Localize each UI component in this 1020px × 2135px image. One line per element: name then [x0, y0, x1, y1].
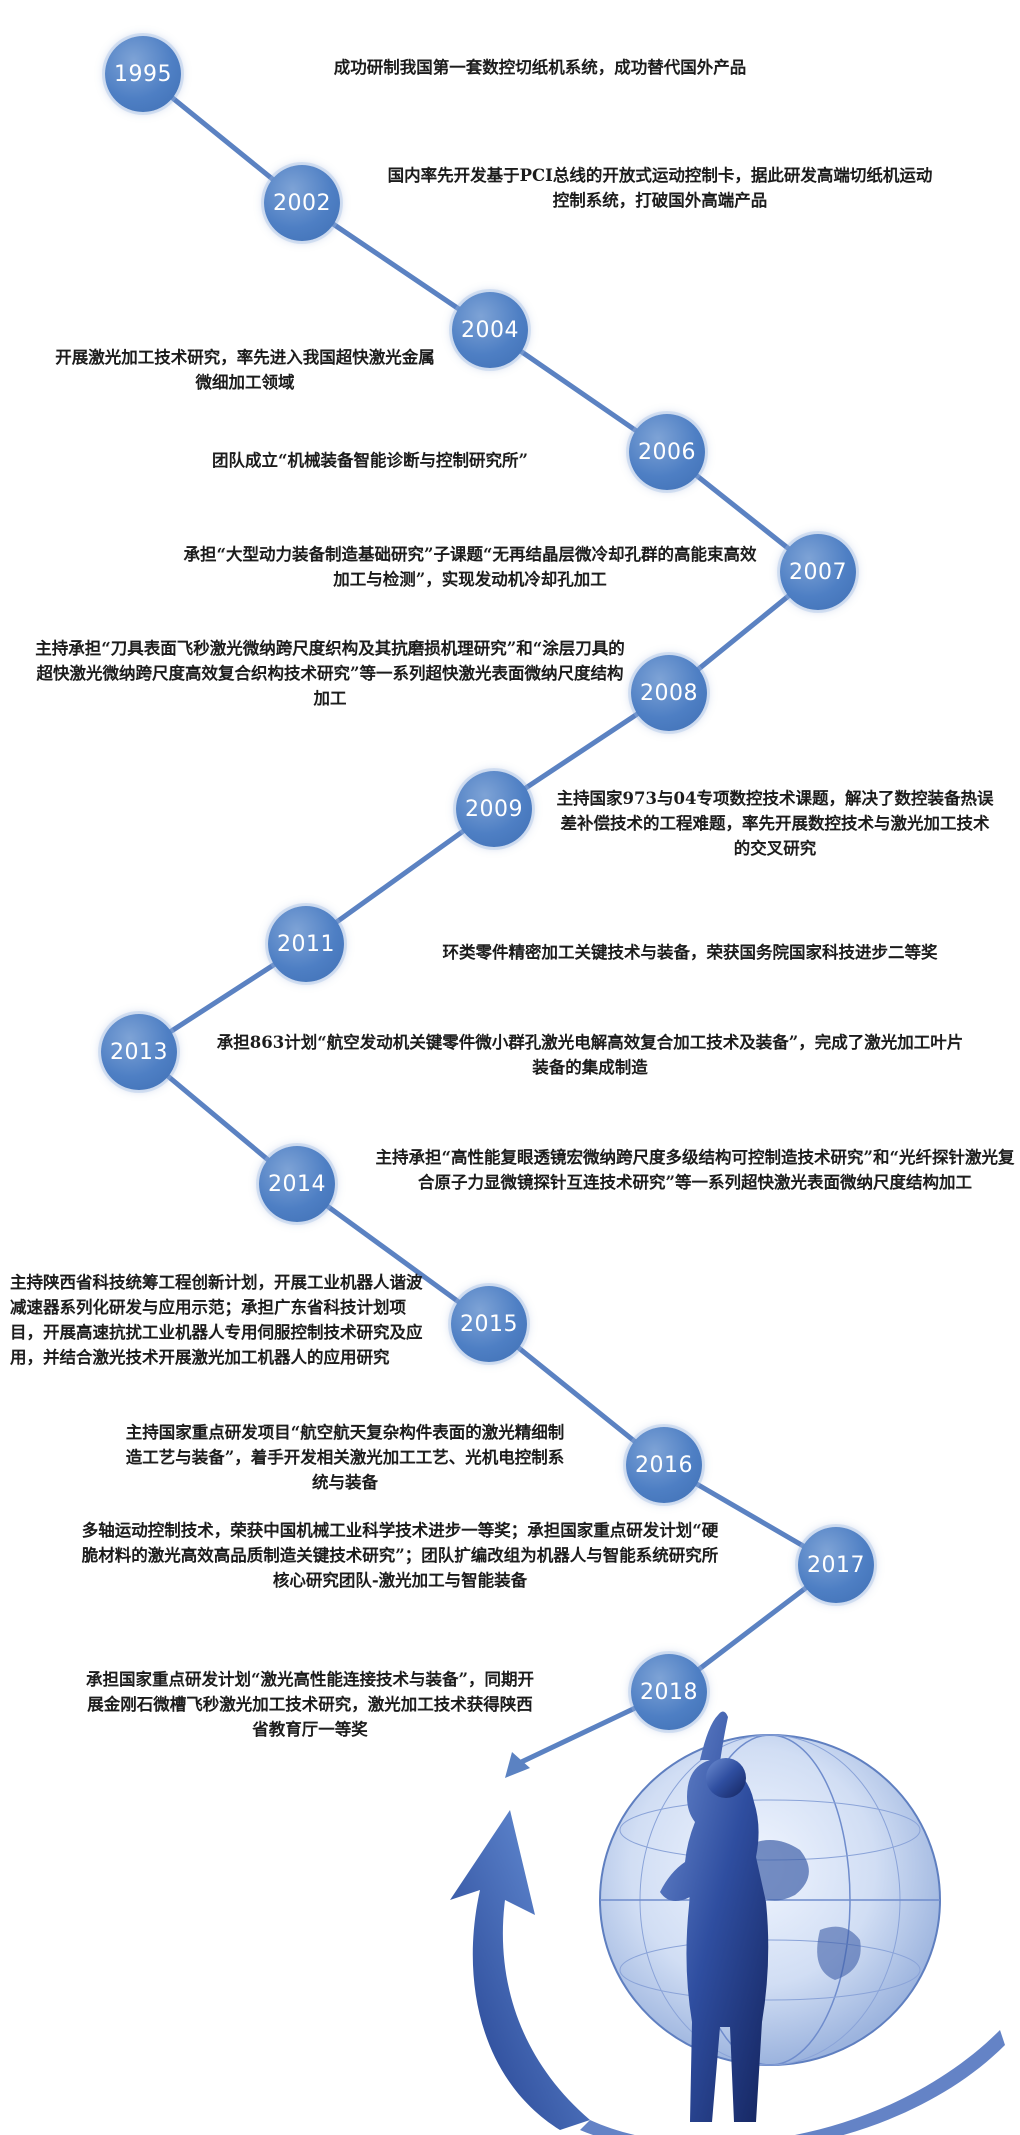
year-node: 2009: [456, 771, 532, 847]
milestone-description: 承担863计划“航空发动机关键零件微小群孔激光电解高效复合加工技术及装备”，完成…: [216, 1033, 964, 1077]
year-node: 2013: [101, 1014, 177, 1090]
year-node: 2007: [780, 534, 856, 610]
year-node: 2011: [268, 906, 344, 982]
year-node: 2008: [631, 655, 707, 731]
milestone-description: 承担国家重点研发计划“激光高性能连接技术与装备”，同期开展金刚石微槽飞秒激光加工…: [86, 1670, 534, 1739]
year-node: 2006: [629, 414, 705, 490]
businessman-icon: [660, 1711, 769, 2122]
year-node: 1995: [105, 36, 181, 112]
milestone-description: 环类零件精密加工关键技术与装备，荣获国务院国家科技进步二等奖: [442, 943, 938, 962]
milestone-description: 主持承担“高性能复眼透镜宏微纳跨尺度多级结构可控制造技术研究”和“光纤探针激光复…: [375, 1148, 1015, 1192]
milestone-description: 主持国家重点研发项目“航空航天复杂构件表面的激光精细制造工艺与装备”，着手开发相…: [125, 1423, 565, 1492]
milestone-description: 承担“大型动力装备制造基础研究”子课题“无再结晶层微冷却孔群的高能束高效加工与检…: [183, 545, 757, 589]
milestone-description: 成功研制我国第一套数控切纸机系统，成功替代国外产品: [333, 58, 747, 77]
arrowhead-icon: [505, 1752, 530, 1778]
year-node: 2016: [626, 1427, 702, 1503]
milestone-description: 主持国家973与04专项数控技术课题，解决了数控装备热误差补偿技术的工程难题，率…: [556, 789, 994, 858]
year-node: 2015: [451, 1286, 527, 1362]
milestone-description: 多轴运动控制技术，荣获中国机械工业科学技术进步一等奖；承担国家重点研发计划“硬脆…: [81, 1521, 719, 1590]
timeline-segment: [294, 1181, 492, 1327]
milestone-description: 主持陕西省科技统筹工程创新计划，开展工业机器人谐波减速器系列化研发与应用示范；承…: [10, 1273, 423, 1367]
year-node: 2014: [259, 1146, 335, 1222]
year-node: 2004: [452, 292, 528, 368]
arrow-icon: [450, 1810, 1005, 2135]
milestone-description: 国内率先开发基于PCI总线的开放式运动控制卡，据此研发高端切纸机运动控制系统，打…: [387, 166, 933, 210]
year-node: 2018: [631, 1654, 707, 1730]
globe-businessman-illustration: [450, 1711, 1005, 2135]
year-node: 2002: [264, 165, 340, 241]
milestone-description: 开展激光加工技术研究，率先进入我国超快激光金属微细加工领域: [55, 348, 435, 392]
milestone-description: 团队成立“机械装备智能诊断与控制研究所”: [212, 451, 528, 470]
year-node: 2017: [798, 1527, 874, 1603]
globe-icon: [599, 1734, 941, 2066]
milestone-description: 主持承担“刀具表面飞秒激光微纳跨尺度织构及其抗磨损机理研究”和“涂层刀具的超快激…: [35, 639, 625, 708]
